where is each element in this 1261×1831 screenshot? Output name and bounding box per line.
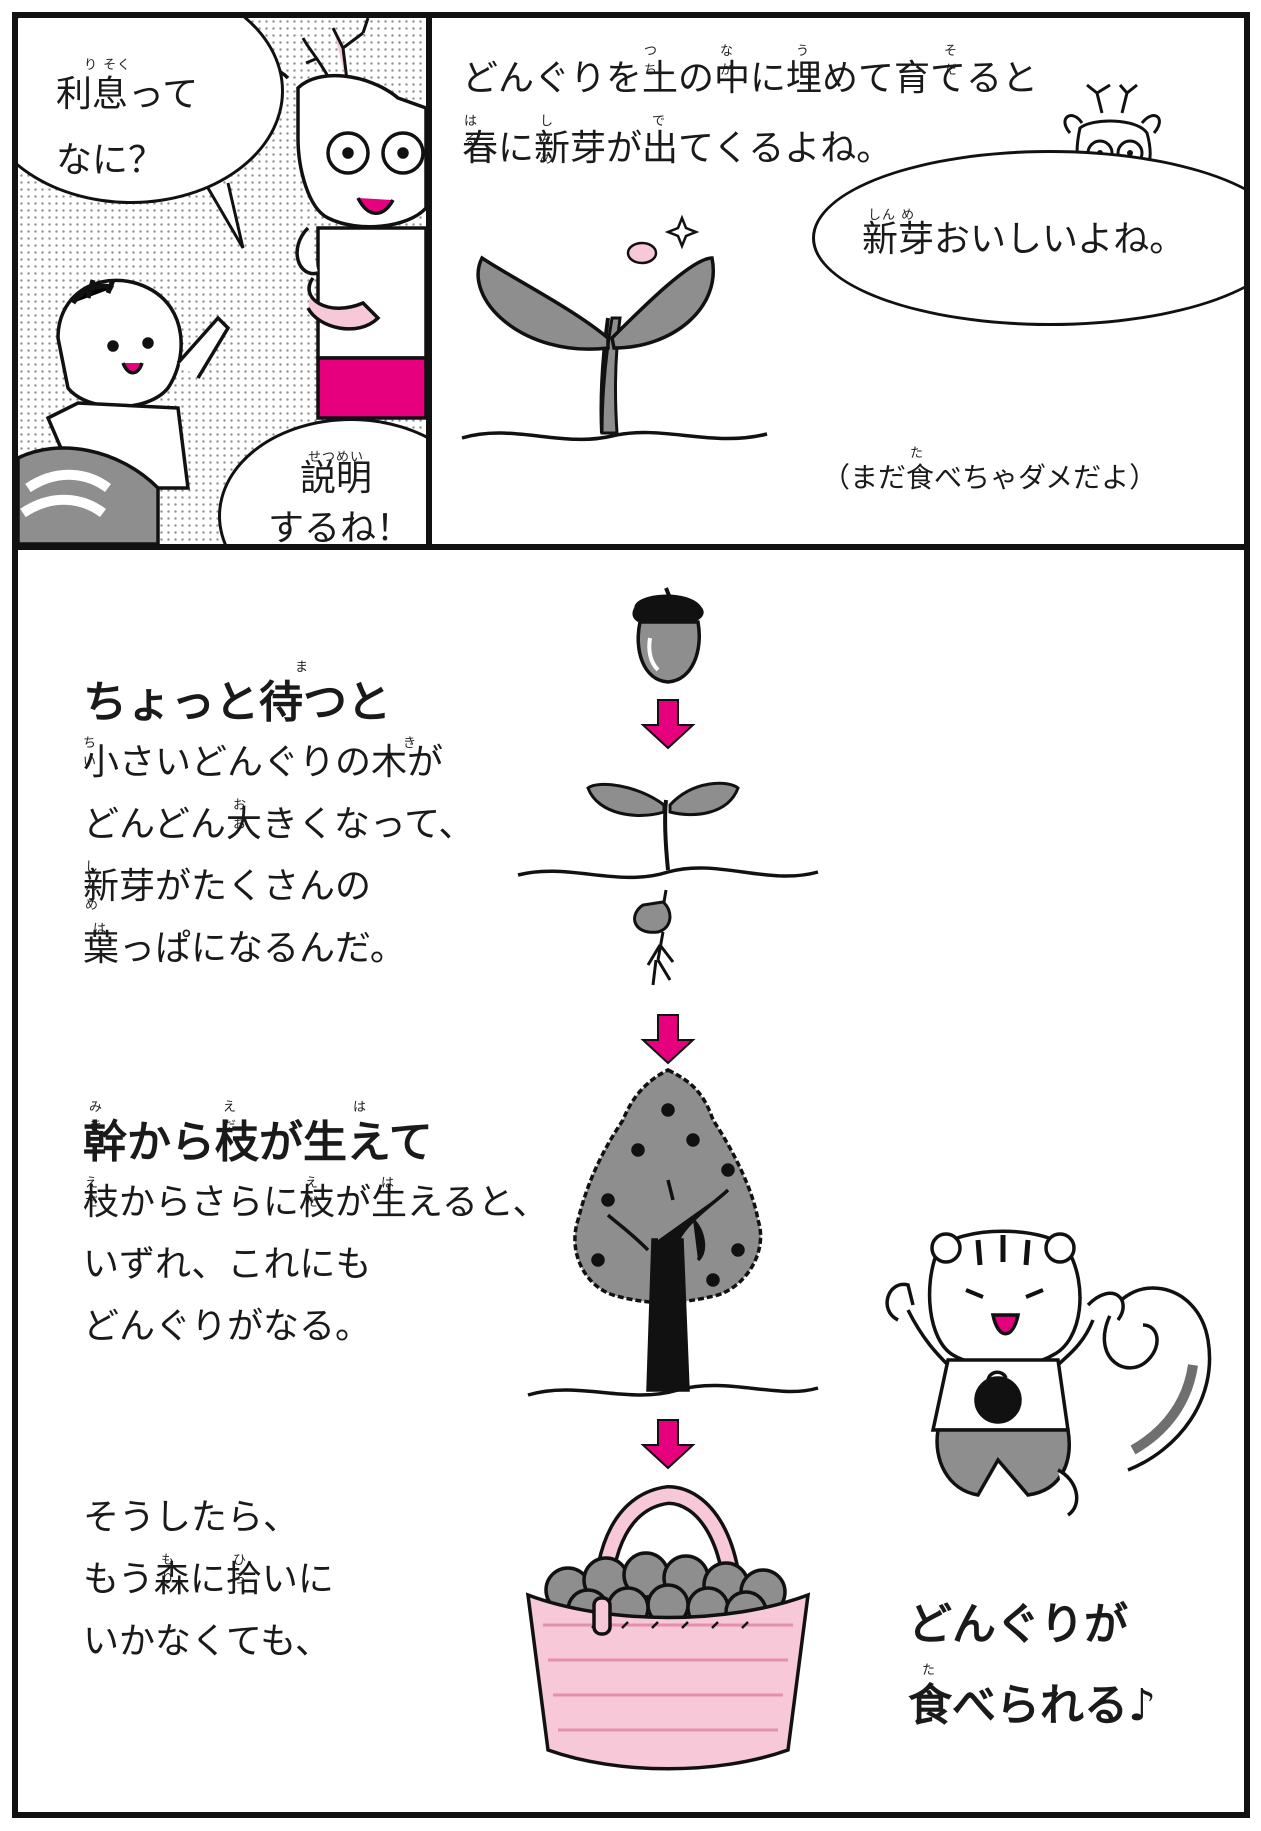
- conclusion-line2: 食べられる♪: [908, 1680, 1157, 1731]
- furigana: はる: [464, 114, 479, 148]
- aside-note: た （まだ食べちゃダメだよ）: [822, 446, 1158, 496]
- furigana: つち: [644, 44, 659, 78]
- furigana: き: [403, 736, 418, 751]
- acorn-icon: [632, 587, 704, 684]
- bubble-deer-line: 新芽おいしいよね。: [862, 219, 1186, 260]
- arrow-down-icon: [640, 699, 696, 750]
- furigana: う: [796, 44, 811, 59]
- furigana: せつめい: [308, 450, 365, 465]
- furigana: た: [922, 1663, 937, 1678]
- deer-antler-icon: [301, 18, 370, 89]
- section-branches-heading: 幹から枝が生えて: [83, 1117, 433, 1168]
- characters-illustration: [18, 18, 426, 544]
- furigana: しん め: [868, 208, 916, 223]
- arrow-down-icon: [640, 1419, 696, 1470]
- bubble-explain-line1: 説明: [300, 458, 373, 499]
- furigana: しん め: [540, 114, 555, 167]
- section-wait-line1: 小さいどんぐりの木が: [83, 742, 444, 783]
- furigana: なか: [720, 44, 735, 78]
- deer-character: [257, 67, 426, 420]
- furigana: しん め: [85, 860, 100, 913]
- squirrel-character: [18, 278, 231, 544]
- furigana: みき: [89, 1100, 104, 1134]
- furigana: ひろ: [233, 1553, 248, 1587]
- section-branches-line2: いずれ、これにも: [83, 1244, 372, 1285]
- section-wait-line3: 新芽がたくさんの: [83, 866, 372, 907]
- furigana: は: [353, 1100, 368, 1115]
- narration-line1: どんぐりを土の中に埋めて育てると: [462, 58, 1039, 99]
- section-harvest-line1: そうしたら、: [83, 1497, 300, 1538]
- tree-icon: [527, 1068, 819, 1397]
- bubble-tail-icon: [206, 182, 245, 249]
- furigana: おお: [233, 798, 248, 832]
- furigana: もり: [161, 1553, 176, 1587]
- furigana: で: [652, 114, 667, 129]
- growth-flow-illustration: [517, 587, 819, 1771]
- panel-sprout: つち なか う そだ どんぐりを土の中に埋めて育てると はる しん め で 春に…: [426, 12, 1250, 550]
- furigana: えだ: [223, 1100, 238, 1134]
- conclusion-line1: どんぐりが: [908, 1599, 1128, 1650]
- furigana: た: [910, 446, 925, 461]
- furigana: えだ: [305, 1176, 320, 1210]
- squirrel-tail-icon: [1102, 1286, 1212, 1472]
- section-wait-line2: どんどん大きくなって、: [83, 804, 475, 845]
- sprout-with-roots-icon: [517, 781, 819, 986]
- section-branches-line3: どんぐりがなる。: [83, 1306, 372, 1347]
- furigana: は: [93, 922, 108, 937]
- sparkle-icon: [664, 214, 700, 250]
- panel-growth-cycle: ま ちょっと待つと ちい き 小さいどんぐりの木が おお どんどん大きくなって、…: [12, 544, 1250, 1818]
- conclusion: どんぐりが た 食べられる♪: [908, 1585, 1156, 1745]
- narration-line2: 春に新芽が出てくるよね。: [462, 128, 893, 169]
- section-branches-line1: 枝からさらに枝が生えると、: [83, 1182, 549, 1223]
- right-leaf-icon: [610, 256, 715, 350]
- furigana: ちい: [83, 736, 98, 770]
- speech-bubble-deer: [812, 150, 1244, 326]
- furigana: り そく: [84, 58, 132, 73]
- section-wait-heading: ちょっと待つと: [83, 677, 391, 728]
- bubble-explain-text: せつめい 説明 するね！: [268, 446, 413, 549]
- bubble-explain-line2: するね！: [268, 508, 413, 549]
- left-leaf-icon: [476, 255, 610, 351]
- aside-text: （まだ食べちゃダメだよ）: [822, 461, 1158, 494]
- squirrel-cheering-illustration: [885, 1229, 1212, 1517]
- panel-explain-intro: り そく 利息って なに？ せつめい 説明 するね！: [12, 12, 432, 550]
- section-harvest-line2: もう森に拾いに: [83, 1559, 334, 1600]
- section-wait-line4: 葉っぱになるんだ。: [83, 928, 406, 969]
- bubble-question-text: り そく 利息って なに？: [56, 54, 198, 194]
- arrow-down-icon: [640, 1014, 696, 1065]
- furigana: ま: [295, 660, 310, 675]
- sprout-illustration: [461, 214, 768, 442]
- furigana: は: [381, 1176, 396, 1191]
- bubble-question-line1: 利息って: [56, 74, 199, 115]
- bubble-question-line2: なに？: [56, 140, 165, 181]
- bubble-deer-text: しん め 新芽おいしいよね。: [862, 208, 1186, 262]
- furigana: えだ: [85, 1176, 100, 1210]
- acorn-basket-icon: [525, 1484, 811, 1771]
- furigana: そだ: [944, 44, 959, 78]
- section-harvest-line3: いかなくても、: [83, 1621, 332, 1662]
